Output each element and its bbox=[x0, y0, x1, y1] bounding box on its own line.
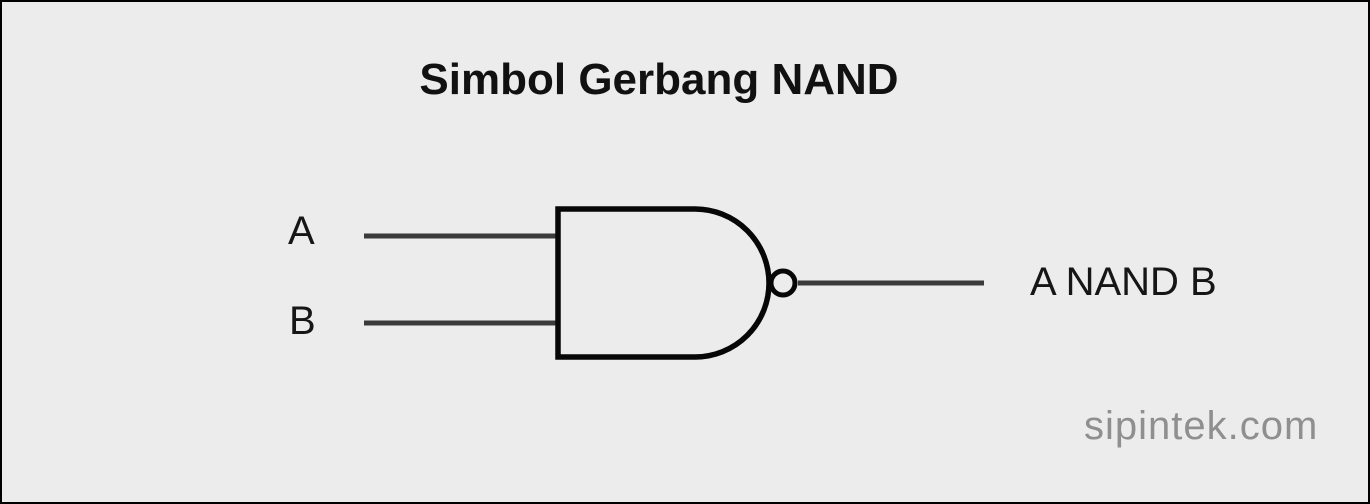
watermark-text: sipintek.com bbox=[1084, 404, 1319, 448]
input-b-label: B bbox=[289, 299, 316, 343]
input-a-label: A bbox=[288, 209, 315, 253]
inversion-bubble bbox=[768, 268, 798, 298]
nand-gate-body bbox=[555, 206, 772, 360]
page-title: Simbol Gerbang NAND bbox=[419, 55, 899, 104]
output-label: A NAND B bbox=[1030, 260, 1217, 304]
